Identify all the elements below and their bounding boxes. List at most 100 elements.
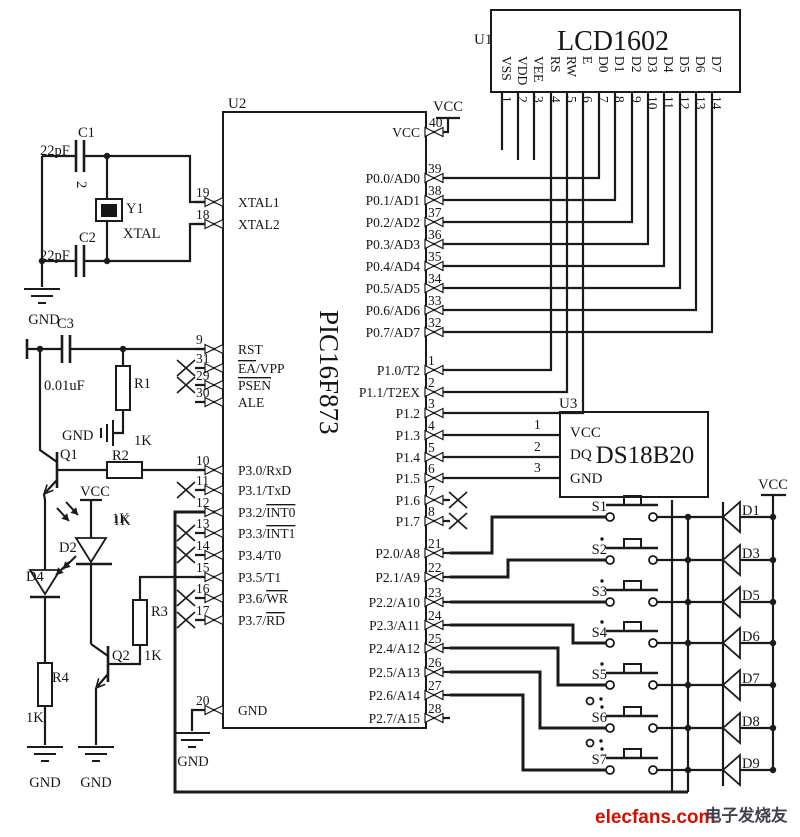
lcd-control-wire bbox=[450, 92, 569, 394]
lcd-pin-name: VSS bbox=[499, 56, 514, 81]
lcd-pins: VSS1VDD2VEE3RS4RW5E6D07D18D29D310D411D51… bbox=[450, 56, 724, 415]
pin-arrow-icon bbox=[424, 689, 444, 701]
button-terminal bbox=[648, 555, 658, 565]
pin-name: P2.1/A9 bbox=[375, 570, 420, 585]
pin-name: P1.7 bbox=[396, 514, 421, 529]
crystal-circuit: C1 22pF C2 22pF Y1 XTAL 2 bbox=[38, 125, 223, 287]
pin-name: VCC bbox=[392, 125, 420, 140]
q2-refdes: Q2 bbox=[112, 648, 130, 664]
pin-name: P3.1/TxD bbox=[238, 483, 291, 498]
lcd-data-wire bbox=[450, 92, 617, 202]
pin-name: XTAL1 bbox=[238, 195, 280, 210]
button-S6: S6 bbox=[585, 696, 688, 733]
ground-symbol bbox=[174, 732, 210, 748]
pin-name: P1.1/T2EX bbox=[359, 385, 420, 400]
r2-value2: 1K bbox=[113, 513, 131, 529]
sensor-pin-number: 2 bbox=[534, 439, 541, 454]
diode-D5: D5 bbox=[684, 585, 777, 619]
lcd-pin-name: D3 bbox=[645, 56, 660, 73]
r2-value: 1K bbox=[112, 511, 130, 527]
q1-refdes: Q1 bbox=[60, 447, 78, 463]
pin-name: PSEN bbox=[238, 378, 271, 393]
ground-symbol bbox=[27, 746, 63, 762]
diode-label: D8 bbox=[742, 714, 760, 730]
lcd-pin-number: 9 bbox=[629, 96, 644, 103]
pin-name: P1.3 bbox=[396, 428, 421, 443]
button-S4: S4 bbox=[592, 620, 688, 648]
pin-number: 30 bbox=[196, 385, 210, 400]
button-terminal bbox=[605, 680, 615, 690]
pin-name: P3.7/RD bbox=[238, 613, 285, 628]
pin-arrow-icon bbox=[204, 592, 224, 604]
pin-name: P3.2/INT0 bbox=[238, 505, 296, 520]
crystal-y1 bbox=[95, 198, 123, 222]
lcd-data-wire bbox=[450, 92, 634, 224]
lcd-pin-name: D5 bbox=[677, 56, 692, 73]
resistor-r1 bbox=[115, 365, 131, 411]
no-connect-icon bbox=[176, 376, 196, 394]
mcu-pin-4: 4P1.3 bbox=[396, 418, 450, 443]
button-terminal bbox=[605, 765, 615, 775]
pin-number: 38 bbox=[428, 183, 442, 198]
pin-number: 3 bbox=[428, 396, 435, 411]
diode-symbol bbox=[721, 711, 741, 745]
d2-refdes: D2 bbox=[59, 540, 77, 556]
diode-D3: D3 bbox=[684, 543, 777, 577]
no-connect-icon bbox=[176, 359, 196, 377]
pin-name: P2.2/A10 bbox=[369, 595, 421, 610]
diode-D8: D8 bbox=[684, 711, 777, 745]
led-d2 bbox=[74, 537, 108, 564]
button-S2: S2 bbox=[592, 537, 688, 565]
diode-d4 bbox=[28, 569, 62, 596]
diode-label: D3 bbox=[742, 546, 760, 562]
r4-refdes: R4 bbox=[52, 670, 70, 686]
diode-label: D9 bbox=[742, 756, 760, 772]
pin-arrow-icon bbox=[204, 614, 224, 626]
lcd-pin-number: 11 bbox=[661, 96, 676, 109]
diode-D6: D6 bbox=[684, 626, 777, 660]
pin-name: P3.5/T1 bbox=[238, 570, 281, 585]
pin-name: GND bbox=[238, 703, 267, 718]
pin-name: P2.5/A13 bbox=[369, 665, 421, 680]
pin-number: 10 bbox=[196, 453, 210, 468]
pin-arrow-icon bbox=[204, 218, 224, 230]
no-connect-icon bbox=[448, 512, 468, 530]
lcd-pin-name: D1 bbox=[612, 56, 627, 73]
sensor-pin-name: GND bbox=[570, 471, 603, 487]
sensor-pin-name: VCC bbox=[570, 425, 601, 441]
pin-name: P0.2/AD2 bbox=[366, 215, 420, 230]
pin-number: 37 bbox=[428, 205, 442, 220]
lcd-data-wire bbox=[450, 92, 682, 290]
vcc-label: VCC bbox=[758, 477, 788, 493]
lcd-pin-name: D0 bbox=[596, 56, 611, 73]
pin-number: 4 bbox=[428, 418, 435, 433]
pin-number: 23 bbox=[428, 585, 442, 600]
no-connect-icon bbox=[176, 481, 196, 499]
button-label: S6 bbox=[592, 710, 607, 726]
pin-name: P2.0/A8 bbox=[375, 546, 420, 561]
lcd-pin-name: E bbox=[580, 56, 595, 64]
button-label: S2 bbox=[592, 542, 607, 558]
mcu-pin-6: 6P1.5 bbox=[396, 461, 450, 486]
button-terminal bbox=[648, 597, 658, 607]
pin-number: 15 bbox=[196, 560, 210, 575]
pin-number: 20 bbox=[196, 693, 210, 708]
button-terminal bbox=[648, 512, 658, 522]
pin-arrow-icon bbox=[204, 196, 224, 208]
pin-number: 5 bbox=[428, 440, 435, 455]
pin-name: P0.3/AD3 bbox=[366, 237, 421, 252]
button-plunger bbox=[623, 580, 642, 590]
lcd-pin-name: D2 bbox=[629, 56, 644, 73]
pin-name: P0.4/AD4 bbox=[366, 259, 421, 274]
pin-number: 16 bbox=[196, 581, 210, 596]
